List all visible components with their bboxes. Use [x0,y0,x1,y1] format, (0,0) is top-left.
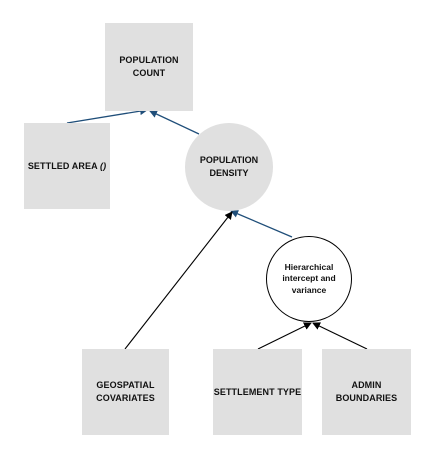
geospatial-covariates-label: GEOSPATIAL COVARIATES [96,380,155,403]
hierarchical-label: Hierarchical intercept and variance [282,261,336,295]
edge-hierarchical-to-density [230,210,293,238]
population-density-node: POPULATION DENSITY [185,123,273,211]
settled-area-suffix: () [99,160,107,171]
population-count-node: POPULATION COUNT [105,23,193,111]
hierarchical-node: Hierarchical intercept and variance [266,236,352,322]
population-density-label: POPULATION DENSITY [199,155,259,178]
edge-density-to-count [149,110,200,135]
admin-boundaries-node: ADMIN BOUNDARIES [322,349,411,435]
population-count-label: POPULATION COUNT [119,55,179,78]
settled-area-label: SETTLED AREA () [27,160,107,171]
edge-admin-to-hierarchical [312,322,368,350]
edge-settled-area-to-count [66,107,148,124]
edge-settlement-type-to-hierarchical [257,322,312,350]
edge-covariates-to-density [124,211,233,350]
geospatial-covariates-node: GEOSPATIAL COVARIATES [82,349,169,435]
admin-boundaries-label: ADMIN BOUNDARIES [335,380,398,403]
settlement-type-node: SETTLEMENT TYPE [213,349,302,435]
settlement-type-label: SETTLEMENT TYPE [213,386,302,397]
settled-area-node: SETTLED AREA () [24,123,110,209]
